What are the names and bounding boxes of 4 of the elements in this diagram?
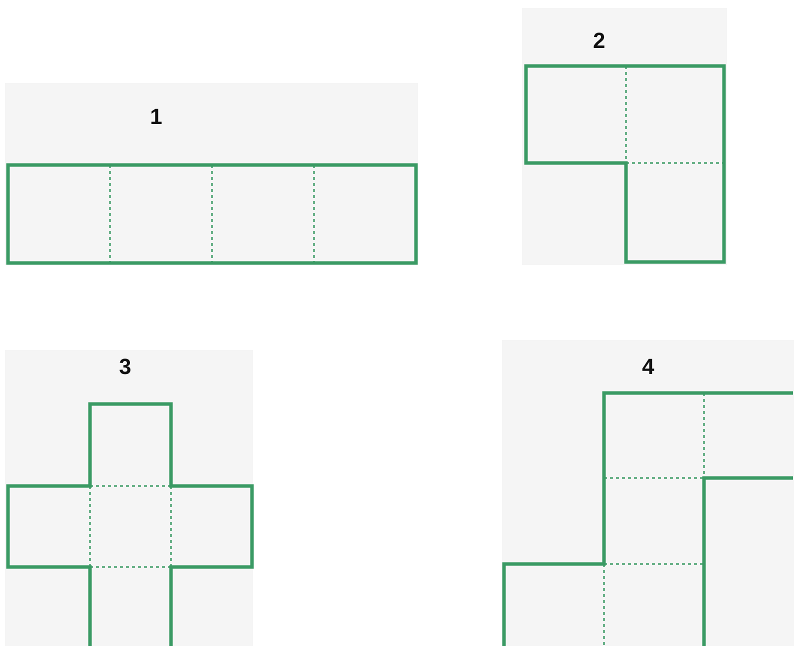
- figure-number: 2: [593, 28, 606, 54]
- figure-number: 3: [119, 354, 132, 380]
- figure-number: 4: [642, 354, 654, 380]
- figure-number: 1: [150, 104, 162, 130]
